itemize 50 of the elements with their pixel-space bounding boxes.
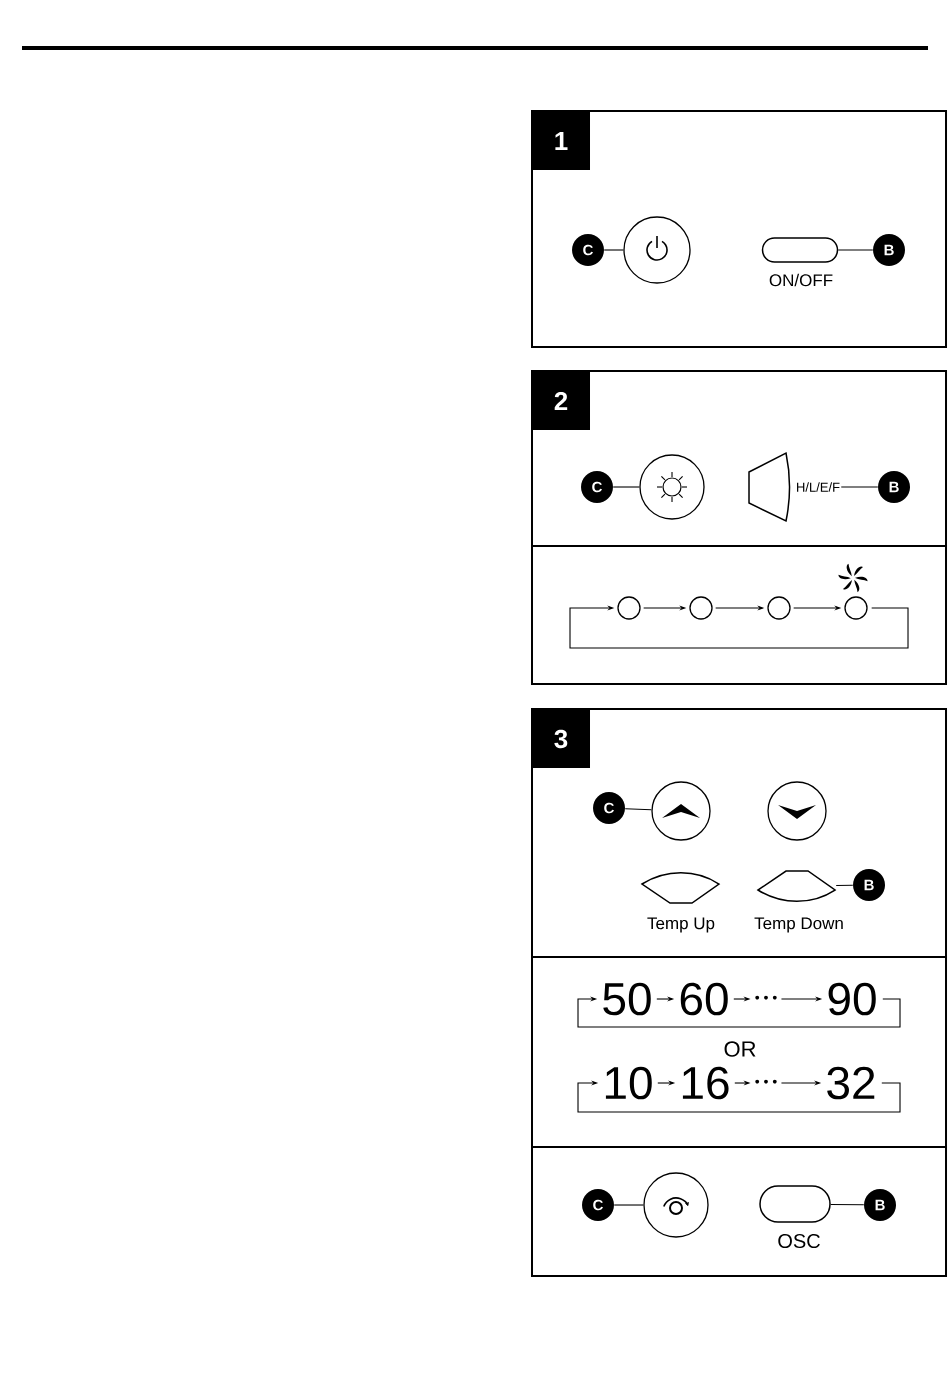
separator-word: OR — [724, 1041, 756, 1057]
display-panel — [531, 545, 947, 685]
up-button — [651, 781, 711, 841]
pill-button — [759, 1185, 831, 1223]
callout-letter: C — [593, 792, 625, 824]
leader-line — [837, 249, 874, 251]
leader-line — [840, 486, 879, 488]
button-label: Temp Down — [754, 917, 843, 933]
indicator-light — [844, 596, 868, 620]
ellipsis-dots: • • • — [755, 995, 777, 1000]
loop-arrow — [577, 1080, 901, 1113]
callout-letter: B — [864, 1189, 896, 1221]
leader-line — [624, 808, 652, 811]
loop-arrow — [577, 996, 901, 1028]
display-panel — [531, 956, 947, 1148]
temperature-reading: 90 — [828, 982, 876, 1016]
temperature-reading: 32 — [827, 1066, 875, 1100]
touch-key — [757, 870, 836, 902]
leader-line — [612, 486, 640, 488]
leader-line — [603, 249, 624, 251]
indicator-light — [767, 596, 791, 620]
pill-button — [761, 237, 839, 263]
temperature-reading: 50 — [603, 982, 651, 1016]
callout-letter: B — [873, 234, 905, 266]
loop-arrow — [569, 605, 909, 649]
trapezoid-key — [748, 452, 791, 522]
callout-letter: C — [572, 234, 604, 266]
callout-letter: C — [582, 1189, 614, 1221]
button-label: Temp Up — [647, 917, 715, 933]
leader-line — [835, 884, 854, 886]
ellipsis-dots: • • • — [755, 1079, 777, 1084]
temperature-reading: 16 — [682, 1066, 729, 1100]
touch-key — [641, 872, 720, 904]
callout-letter: B — [878, 471, 910, 503]
indicator-light — [617, 596, 641, 620]
mode-label: H/L/E/F — [797, 482, 840, 492]
display-panel — [531, 1146, 947, 1277]
leader-line — [830, 1203, 865, 1206]
button-label: OSC — [778, 1233, 820, 1249]
callout-letter: B — [853, 869, 885, 901]
temperature-reading: 60 — [680, 982, 728, 1016]
power-button — [623, 216, 691, 284]
indicator-light — [689, 596, 713, 620]
down-button — [767, 781, 827, 841]
callout-letter: C — [581, 471, 613, 503]
button-label: ON/OFF — [769, 273, 833, 287]
temperature-reading: 10 — [605, 1066, 652, 1100]
mode-button — [639, 454, 705, 520]
swing-button — [643, 1172, 709, 1238]
leader-line — [613, 1204, 644, 1206]
